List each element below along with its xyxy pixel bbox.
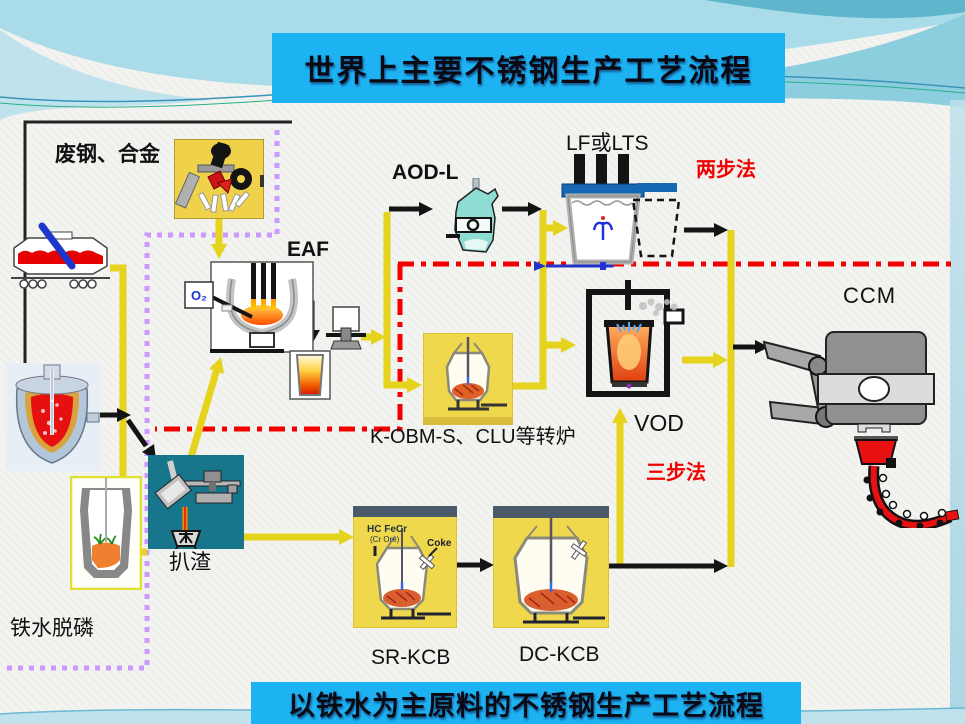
label-three-step: 三步法 <box>646 462 706 484</box>
label-sr-kcb: SR-KCB <box>371 646 451 669</box>
dc-kcb-converter-icon <box>493 506 609 628</box>
label-scrap-alloy: 废钢、合金 <box>55 143 160 166</box>
dashed-ladle-icon <box>631 183 681 258</box>
ladle-car-icon <box>326 306 366 350</box>
torpedo-car-icon <box>11 222 110 289</box>
route-divider-lines <box>155 261 955 432</box>
lf-ladle-furnace-icon <box>561 154 645 270</box>
label-lf-lts: LF或LTS <box>566 132 649 155</box>
cr-ore-label: (Cr Ore) <box>370 535 400 544</box>
aod-converter-icon <box>446 178 499 253</box>
slide-footer: 以铁水为主原料的不锈钢生产工艺流程 <box>288 690 764 721</box>
vod-vacuum-icon <box>586 280 685 397</box>
footer-banner: 以铁水为主原料的不锈钢生产工艺流程 <box>251 682 801 724</box>
label-slag-skimming: 扒渣 <box>169 551 211 574</box>
slag-skimming-icon <box>148 455 244 549</box>
scrap-alloy-icon <box>174 139 264 219</box>
ccm-caster-icon <box>762 331 960 528</box>
sr-kcb-converter-icon: HC FeCr (Cr Ore) Coke <box>353 506 457 628</box>
label-ccm: CCM <box>843 283 897 308</box>
tapping-ladle-icon <box>289 350 331 400</box>
right-edge-decor <box>950 100 965 724</box>
title-banner: 世界上主要不锈钢生产工艺流程 <box>272 33 785 103</box>
label-kobm-clu: K-OBM-S、CLU等转炉 <box>370 426 576 448</box>
coke-label: Coke <box>427 538 452 549</box>
scrap-route-boundary-line <box>5 130 280 671</box>
oxygen-lance-icon: O₂ <box>184 281 214 309</box>
hc-fecr-label: HC FeCr <box>367 524 407 535</box>
hot-metal-vessel-icon <box>5 363 100 471</box>
slide-title: 世界上主要不锈钢生产工艺流程 <box>304 55 753 88</box>
dephos-ladle-icon <box>70 476 142 590</box>
label-aod-l: AOD-L <box>392 161 459 184</box>
label-vod: VOD <box>634 410 684 436</box>
o2-label: O₂ <box>191 288 207 303</box>
eaf-furnace-icon <box>210 261 314 353</box>
label-dc-kcb: DC-KCB <box>519 643 600 666</box>
scrap-area-frame <box>23 120 292 405</box>
label-eaf: EAF <box>287 238 329 261</box>
label-two-step: 两步法 <box>696 159 756 181</box>
label-hot-metal-dephos: 铁水脱磷 <box>10 617 94 640</box>
yellow-flow-lines <box>96 210 735 567</box>
kobm-converter-icon <box>423 333 513 425</box>
